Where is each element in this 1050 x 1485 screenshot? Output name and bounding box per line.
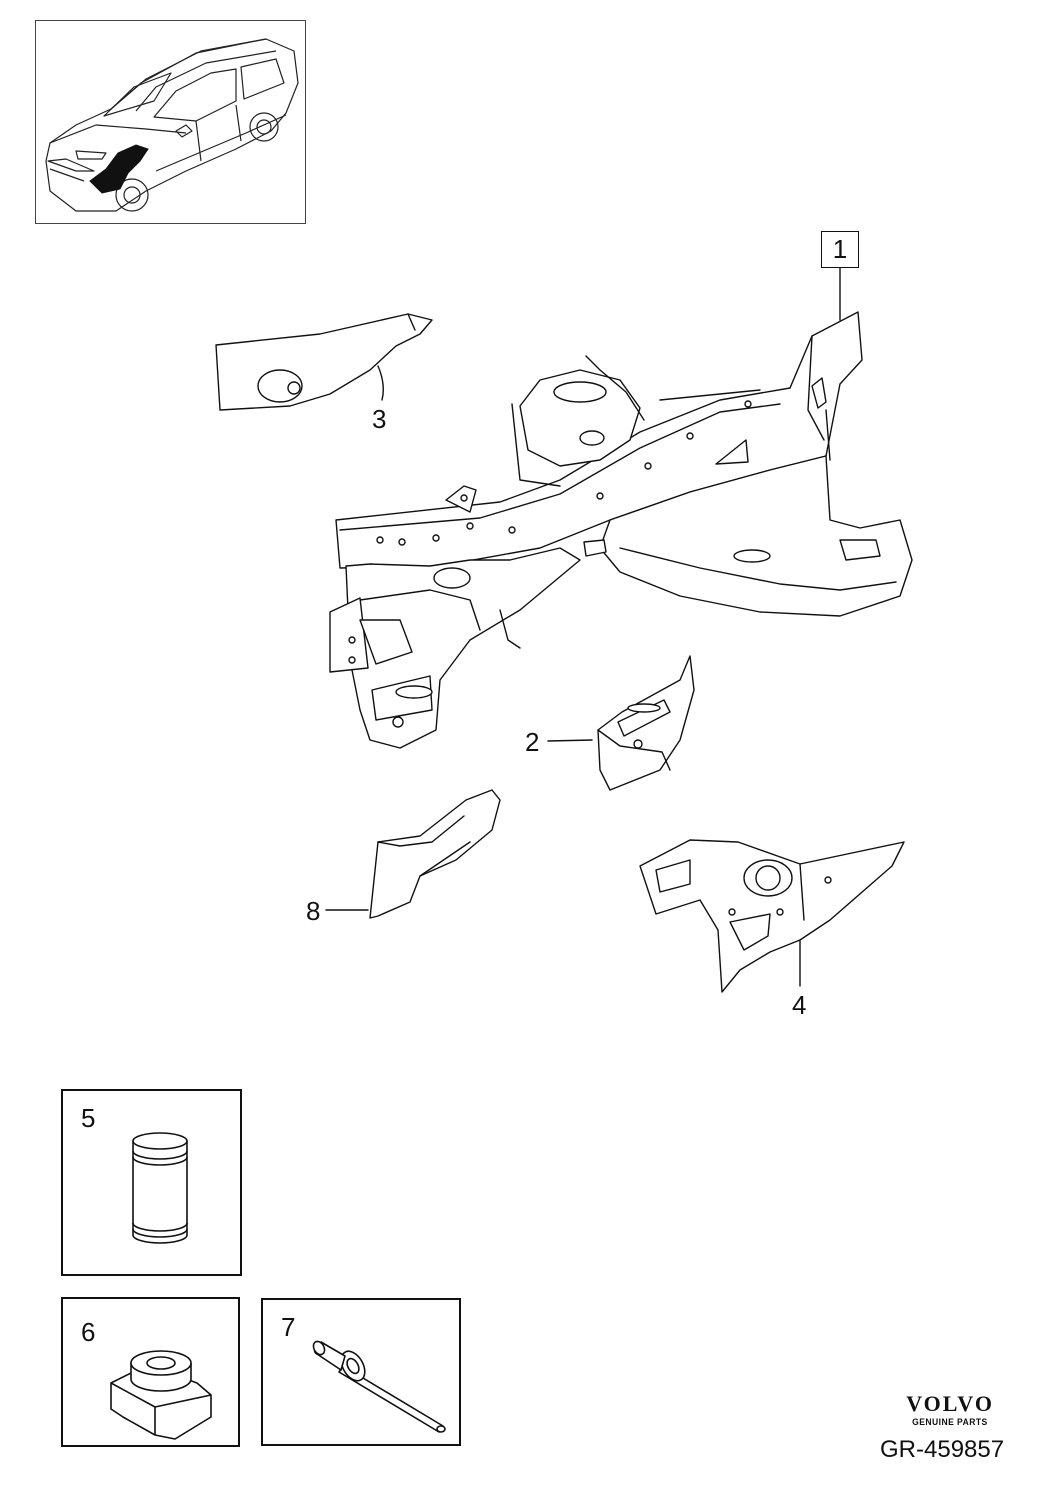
spacer-sleeve-icon	[132, 1132, 188, 1244]
part-4-panel-icon	[639, 839, 905, 993]
part-2-bracket-icon	[597, 655, 695, 791]
front-frame-assembly-icon	[329, 311, 913, 749]
callout-8: 8	[306, 896, 321, 926]
part-8-bracket-icon	[369, 789, 501, 919]
main-reference-box: 1	[821, 231, 859, 268]
part-3-panel-icon	[215, 313, 433, 411]
detail-label-7: 7	[281, 1312, 296, 1342]
leader-line-3	[377, 365, 384, 401]
callout-2: 2	[525, 727, 540, 757]
detail-box-5: 5	[61, 1089, 242, 1276]
detail-box-6: 6	[61, 1297, 240, 1447]
detail-box-7: 7	[261, 1298, 461, 1446]
detail-label-6: 6	[81, 1317, 96, 1347]
volvo-logo-text: VOLVO	[906, 1391, 994, 1416]
genuine-parts-text: GENUINE PARTS	[912, 1417, 988, 1428]
leader-line-2	[547, 739, 593, 742]
highlighted-area-icon	[89, 144, 149, 194]
callout-3: 3	[372, 404, 387, 434]
car-thumbnail-icon	[45, 38, 299, 212]
weld-nut-icon	[110, 1350, 212, 1440]
blind-rivet-icon	[312, 1340, 446, 1433]
detail-label-5: 5	[81, 1103, 96, 1133]
vehicle-thumbnail-frame	[35, 20, 306, 224]
drawing-reference-number: GR-459857	[880, 1436, 1005, 1463]
volvo-genuine-parts-logo: VOLVO GENUINE PARTS	[906, 1391, 994, 1429]
callout-4: 4	[792, 990, 807, 1020]
main-reference-number: 1	[832, 234, 848, 264]
